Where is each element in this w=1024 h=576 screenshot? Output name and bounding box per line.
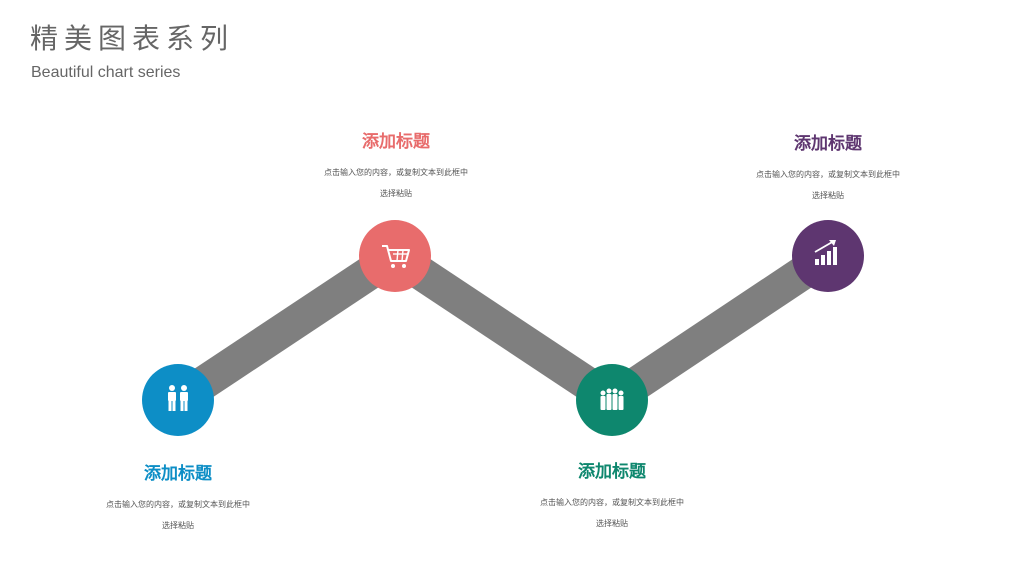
node-4-body-line-2: 选择粘贴 xyxy=(812,191,844,200)
shopping-cart-icon xyxy=(382,245,410,268)
node-1-text: 添加标题 点击输入您的内容，或复制文本到此框中 选择粘贴 xyxy=(68,462,288,536)
node-2-title: 添加标题 xyxy=(362,132,430,152)
node-3 xyxy=(576,364,648,436)
node-2-body-line-1: 点击输入您的内容，或复制文本到此框中 xyxy=(324,168,468,177)
node-4-body: 点击输入您的内容，或复制文本到此框中 选择粘贴 xyxy=(718,164,938,206)
connector-segment-1 xyxy=(168,241,405,415)
connector-segment-3 xyxy=(602,241,838,415)
growth-chart-icon xyxy=(814,240,837,265)
node-3-title: 添加标题 xyxy=(578,462,646,482)
people-icon xyxy=(168,385,188,411)
page-subtitle: Beautiful chart series xyxy=(31,64,181,81)
node-2 xyxy=(359,220,431,292)
node-1-body-line-2: 选择粘贴 xyxy=(162,521,194,530)
node-circle xyxy=(359,220,431,292)
node-2-body: 点击输入您的内容，或复制文本到此框中 选择粘贴 xyxy=(286,162,506,204)
page-title: 精美图表系列 xyxy=(30,22,235,55)
node-4 xyxy=(792,220,864,292)
crowd-icon xyxy=(600,388,624,410)
node-3-body-line-1: 点击输入您的内容，或复制文本到此框中 xyxy=(540,498,684,507)
node-3-body-line-2: 选择粘贴 xyxy=(596,519,628,528)
node-4-text: 添加标题 点击输入您的内容，或复制文本到此框中 选择粘贴 xyxy=(718,132,938,206)
node-3-text: 添加标题 点击输入您的内容，或复制文本到此框中 选择粘贴 xyxy=(502,460,722,534)
connector-segment-2 xyxy=(385,241,622,415)
node-1-body: 点击输入您的内容，或复制文本到此框中 选择粘贴 xyxy=(68,494,288,536)
node-4-title: 添加标题 xyxy=(794,134,862,154)
node-circle xyxy=(142,364,214,436)
node-4-body-line-1: 点击输入您的内容，或复制文本到此框中 xyxy=(756,170,900,179)
node-2-text: 添加标题 点击输入您的内容，或复制文本到此框中 选择粘贴 xyxy=(286,130,506,204)
node-1 xyxy=(142,364,214,436)
node-1-title: 添加标题 xyxy=(144,464,212,484)
node-3-body: 点击输入您的内容，或复制文本到此框中 选择粘贴 xyxy=(502,492,722,534)
node-1-body-line-1: 点击输入您的内容，或复制文本到此框中 xyxy=(106,500,250,509)
node-circle xyxy=(576,364,648,436)
connector-lines xyxy=(168,241,838,415)
node-2-body-line-2: 选择粘贴 xyxy=(380,189,412,198)
